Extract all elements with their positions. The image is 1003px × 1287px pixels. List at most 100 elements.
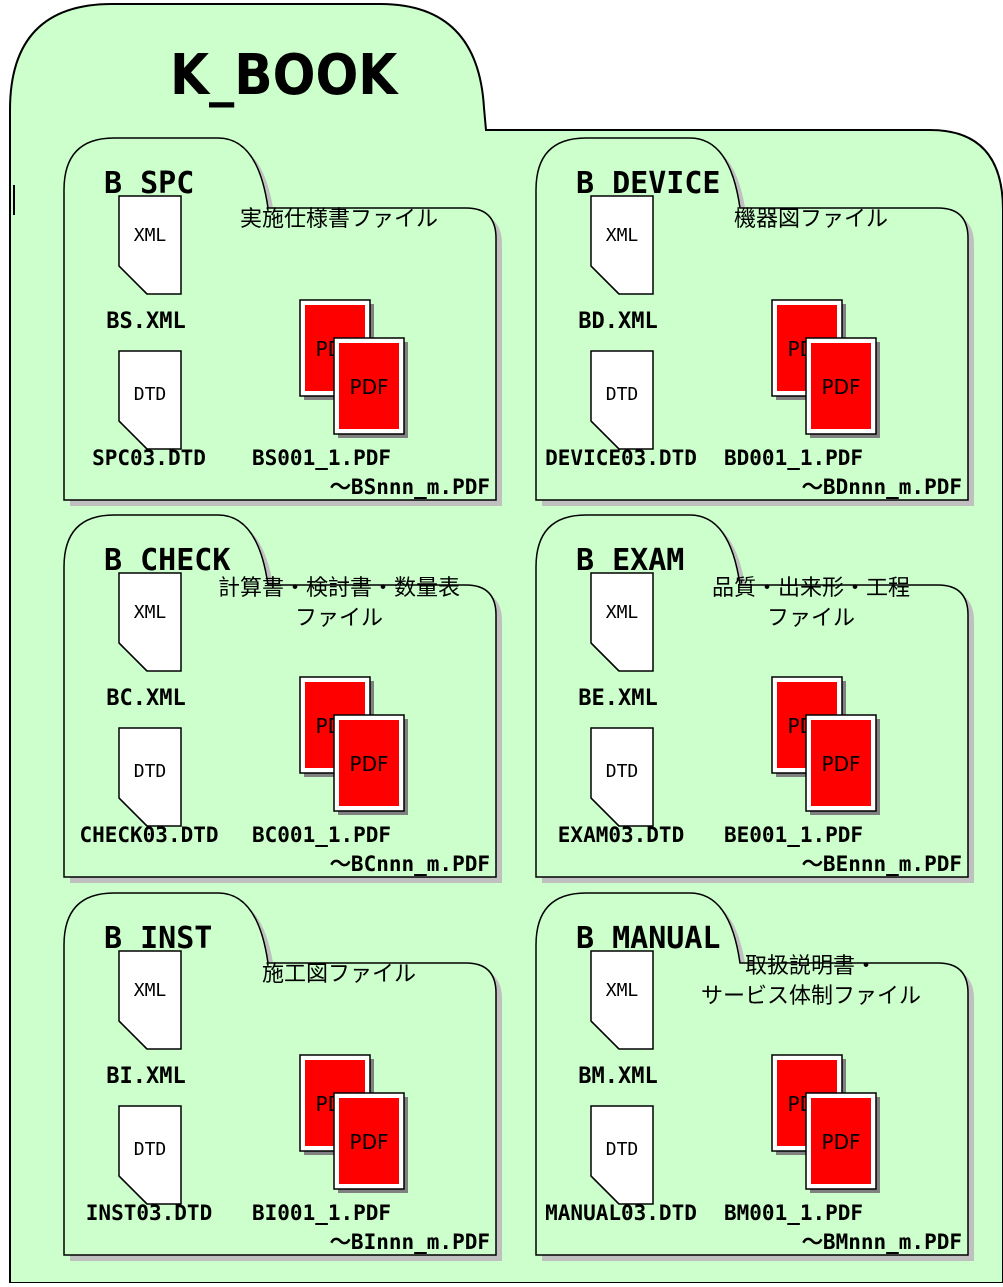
pdf-red-fill bbox=[339, 720, 399, 806]
dtd-doc-fold bbox=[118, 797, 148, 827]
folder-manual-pdf-first: BM001_1.PDF bbox=[724, 1201, 863, 1225]
folder-manual-dtd-filename: MANUAL03.DTD bbox=[545, 1201, 697, 1225]
xml-doc-shape bbox=[118, 950, 182, 1050]
xml-doc-fold bbox=[118, 642, 148, 672]
folder-device-description-line: 機器図ファイル bbox=[734, 207, 888, 232]
folder-spc-dtd-filename: SPC03.DTD bbox=[92, 446, 206, 470]
folder-spc-pdf-first: BS001_1.PDF bbox=[252, 446, 391, 470]
folder-check-name: B_CHECK bbox=[104, 543, 230, 578]
folder-device-dtd-file-icon: DTD bbox=[590, 350, 654, 450]
folder-exam-pdf-first: BE001_1.PDF bbox=[724, 823, 863, 847]
folder-exam-pdf-files-icon: PDFPDF bbox=[771, 676, 880, 815]
folder-device-xml-file-icon: XML bbox=[590, 195, 654, 295]
folder-inst-name: B_INST bbox=[104, 921, 212, 956]
dtd-icon-label: DTD bbox=[134, 384, 167, 405]
xml-icon-label: XML bbox=[134, 602, 167, 623]
folder-check-description-line: ファイル bbox=[295, 606, 383, 631]
pdf-icon-label: PDF bbox=[350, 1130, 389, 1154]
folder-spc-pdf-last: ～BSnnn_m.PDF bbox=[330, 475, 490, 499]
folder-exam-xml-file-icon: XML bbox=[590, 572, 654, 672]
xml-doc-shape bbox=[590, 950, 654, 1050]
pdf-doc-front: PDF bbox=[805, 1092, 880, 1193]
pdf-red-fill bbox=[339, 343, 399, 429]
pdf-doc-front: PDF bbox=[805, 337, 880, 438]
pdf-red-fill bbox=[811, 343, 871, 429]
dtd-doc-fold bbox=[590, 1175, 620, 1205]
dtd-icon-label: DTD bbox=[606, 1139, 639, 1160]
folder-exam-dtd-filename: EXAM03.DTD bbox=[558, 823, 684, 847]
folder-manual-name: B_MANUAL bbox=[576, 921, 721, 956]
dtd-doc-shape bbox=[118, 727, 182, 827]
folder-manual-pdf-last: ～BMnnn_m.PDF bbox=[802, 1230, 962, 1254]
folder-manual-dtd-file-icon: DTD bbox=[590, 1105, 654, 1205]
folder-spc: B_SPCXMLBS.XMLDTDSPC03.DTD実施仕様書ファイルPDFPD… bbox=[63, 137, 502, 506]
folder-inst-pdf-files-icon: PDFPDF bbox=[299, 1054, 408, 1193]
folder-device-pdf-last: ～BDnnn_m.PDF bbox=[802, 475, 962, 499]
folder-check-dtd-file-icon: DTD bbox=[118, 727, 182, 827]
folder-inst-pdf-first: BI001_1.PDF bbox=[252, 1201, 391, 1225]
xml-icon-label: XML bbox=[134, 980, 167, 1001]
dtd-doc-shape bbox=[590, 727, 654, 827]
folder-exam-pdf-last: ～BEnnn_m.PDF bbox=[802, 852, 962, 876]
folder-check-pdf-files-icon: PDFPDF bbox=[299, 676, 408, 815]
folder-manual-description-line: 取扱説明書・ bbox=[745, 954, 877, 979]
dtd-icon-label: DTD bbox=[606, 761, 639, 782]
xml-doc-fold bbox=[590, 642, 620, 672]
folder-spc-name: B_SPC bbox=[104, 166, 194, 201]
folder-check-description-line: 計算書・検討書・数量表 bbox=[218, 576, 460, 601]
dtd-icon-label: DTD bbox=[134, 1139, 167, 1160]
folder-exam-name: B_EXAM bbox=[576, 543, 684, 578]
folder-spc-description-line: 実施仕様書ファイル bbox=[240, 207, 438, 232]
folder-device-pdf-files-icon: PDFPDF bbox=[771, 299, 880, 438]
folder-manual: B_MANUALXMLBM.XMLDTDMANUAL03.DTD取扱説明書・サー… bbox=[535, 892, 974, 1261]
xml-doc-fold bbox=[118, 265, 148, 295]
folder-device-xml-filename: BD.XML bbox=[578, 309, 657, 334]
dtd-doc-shape bbox=[118, 1105, 182, 1205]
xml-icon-label: XML bbox=[606, 602, 639, 623]
folder-spc-xml-filename: BS.XML bbox=[106, 309, 185, 334]
dtd-doc-fold bbox=[590, 797, 620, 827]
folder-exam-xml-filename: BE.XML bbox=[578, 686, 657, 711]
pdf-doc-front: PDF bbox=[333, 714, 408, 815]
pdf-doc-front: PDF bbox=[333, 1092, 408, 1193]
folder-device: B_DEVICEXMLBD.XMLDTDDEVICE03.DTD機器図ファイルP… bbox=[535, 137, 974, 506]
dtd-doc-fold bbox=[118, 420, 148, 450]
folder-check-xml-file-icon: XML bbox=[118, 572, 182, 672]
folder-manual-pdf-files-icon: PDFPDF bbox=[771, 1054, 880, 1193]
pdf-icon-label: PDF bbox=[350, 375, 389, 399]
folder-inst-xml-filename: BI.XML bbox=[106, 1064, 185, 1089]
pdf-icon-label: PDF bbox=[350, 752, 389, 776]
dtd-doc-shape bbox=[590, 350, 654, 450]
folder-manual-description-line: サービス体制ファイル bbox=[701, 984, 921, 1009]
dtd-doc-fold bbox=[118, 1175, 148, 1205]
folder-inst-xml-file-icon: XML bbox=[118, 950, 182, 1050]
pdf-red-fill bbox=[811, 720, 871, 806]
folder-device-name: B_DEVICE bbox=[576, 166, 721, 201]
dtd-icon-label: DTD bbox=[134, 761, 167, 782]
xml-doc-shape bbox=[590, 195, 654, 295]
folder-exam-description-line: ファイル bbox=[767, 606, 855, 631]
folder-check-pdf-first: BC001_1.PDF bbox=[252, 823, 391, 847]
folder-manual-xml-file-icon: XML bbox=[590, 950, 654, 1050]
subfolders: B_SPCXMLBS.XMLDTDSPC03.DTD実施仕様書ファイルPDFPD… bbox=[63, 137, 974, 1261]
dtd-doc-shape bbox=[590, 1105, 654, 1205]
folder-exam-dtd-file-icon: DTD bbox=[590, 727, 654, 827]
pdf-red-fill bbox=[811, 1098, 871, 1184]
xml-doc-shape bbox=[118, 572, 182, 672]
folder-device-pdf-first: BD001_1.PDF bbox=[724, 446, 863, 470]
xml-doc-fold bbox=[590, 1020, 620, 1050]
dtd-icon-label: DTD bbox=[606, 384, 639, 405]
xml-doc-fold bbox=[590, 265, 620, 295]
dtd-doc-shape bbox=[118, 350, 182, 450]
folder-check: B_CHECKXMLBC.XMLDTDCHECK03.DTD計算書・検討書・数量… bbox=[63, 514, 502, 883]
folder-spc-dtd-file-icon: DTD bbox=[118, 350, 182, 450]
pdf-doc-front: PDF bbox=[805, 714, 880, 815]
xml-icon-label: XML bbox=[134, 225, 167, 246]
folder-exam: B_EXAMXMLBE.XMLDTDEXAM03.DTD品質・出来形・工程ファイ… bbox=[535, 514, 974, 883]
folder-check-xml-filename: BC.XML bbox=[106, 686, 185, 711]
xml-icon-label: XML bbox=[606, 225, 639, 246]
dtd-doc-fold bbox=[590, 420, 620, 450]
folder-inst-pdf-last: ～BInnn_m.PDF bbox=[330, 1230, 490, 1254]
